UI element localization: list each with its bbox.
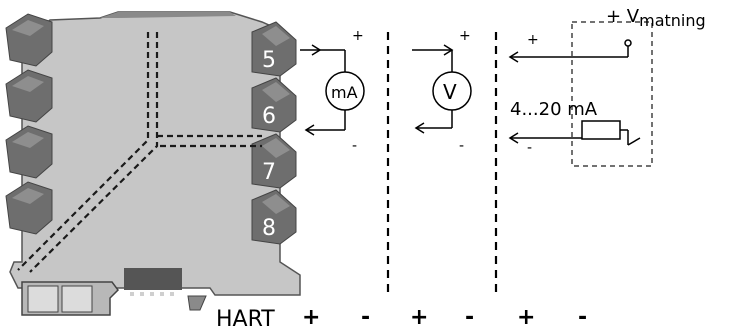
voltmeter-circuit — [412, 44, 472, 134]
hart-label: HART — [216, 307, 275, 330]
bottom-sign-6: - — [578, 305, 587, 330]
ammeter-circuit — [300, 44, 365, 136]
ammeter-plus-label: + — [352, 28, 364, 44]
transmitter-circuit — [508, 21, 653, 167]
terminal-5-label: 5 — [262, 48, 276, 73]
internal-wiring — [17, 32, 262, 273]
supply-voltage-subscript: matning — [639, 11, 706, 30]
terminal-7-label: 7 — [262, 160, 276, 185]
terminal-6-label: 6 — [262, 104, 276, 129]
bottom-sign-1: + — [302, 305, 320, 330]
din-rail-module: 5 6 7 8 — [5, 11, 301, 316]
ammeter-unit-label: mA — [331, 83, 358, 102]
transmitter-enclosure — [571, 21, 653, 167]
ammeter-minus-label: - — [352, 138, 357, 154]
voltmeter-plus-label: + — [459, 28, 471, 44]
current-range-label: 4...20 mA — [510, 99, 598, 120]
supply-voltage-prefix: + V — [606, 6, 640, 27]
supply-voltage-label: + Vmatning — [606, 6, 706, 30]
voltmeter-symbol — [432, 71, 472, 111]
bottom-sign-4: - — [465, 305, 474, 330]
bottom-sign-2: - — [361, 305, 370, 330]
terminal-8-label: 8 — [262, 216, 276, 241]
sense-resistor — [581, 120, 621, 140]
supply-terminal — [624, 39, 632, 47]
transmitter-plus-label: + — [527, 32, 539, 48]
module-top-ridge — [100, 12, 236, 18]
transmitter-minus-label: - — [527, 140, 532, 156]
voltmeter-minus-label: - — [459, 138, 464, 154]
bottom-sign-3: + — [410, 305, 428, 330]
bottom-sign-5: + — [517, 305, 535, 330]
ammeter-symbol — [325, 71, 365, 111]
voltmeter-unit-label: V — [443, 80, 457, 104]
front-connector — [124, 268, 182, 290]
